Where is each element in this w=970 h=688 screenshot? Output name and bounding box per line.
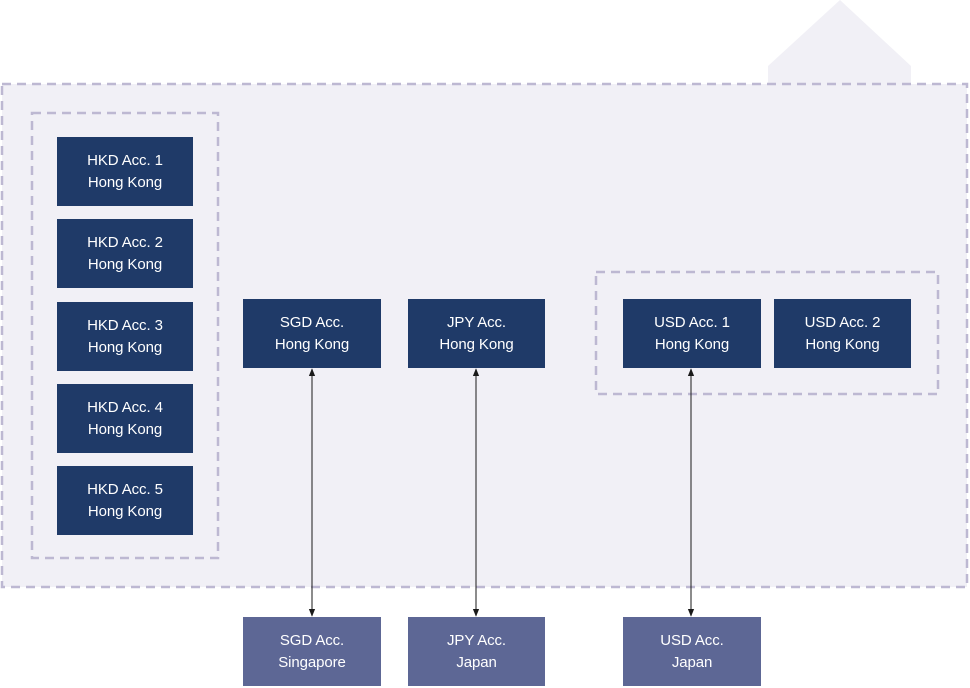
account-location: Hong Kong <box>87 338 163 356</box>
account-location: Japan <box>456 653 497 671</box>
account-name: USD Acc. 2 <box>804 313 881 331</box>
usd-japan-account-box: USD Acc. Japan <box>623 617 761 686</box>
account-name: JPY Acc. <box>447 631 506 649</box>
account-location: Hong Kong <box>87 420 163 438</box>
sgd-singapore-account-box: SGD Acc. Singapore <box>243 617 381 686</box>
account-name: HKD Acc. 4 <box>87 398 163 416</box>
hkd-group-box <box>30 111 220 560</box>
region-tab-shape <box>768 0 911 84</box>
account-location: Hong Kong <box>87 255 163 273</box>
account-name: SGD Acc. <box>279 631 345 649</box>
account-location: Hong Kong <box>805 335 880 353</box>
account-name: HKD Acc. 3 <box>87 316 163 334</box>
usd-account-2-box: USD Acc. 2 Hong Kong <box>774 299 911 368</box>
account-name: HKD Acc. 5 <box>87 480 163 498</box>
account-name: HKD Acc. 2 <box>87 233 163 251</box>
account-location: Hong Kong <box>654 335 730 353</box>
hkd-account-2-box: HKD Acc. 2 Hong Kong <box>57 219 193 288</box>
account-name: USD Acc. 1 <box>654 313 730 331</box>
account-name: JPY Acc. <box>447 313 506 331</box>
jpy-japan-account-box: JPY Acc. Japan <box>408 617 545 686</box>
hkd-account-3-box: HKD Acc. 3 Hong Kong <box>57 302 193 371</box>
account-name: SGD Acc. <box>279 313 345 331</box>
usd-group-box <box>594 270 940 396</box>
account-name: USD Acc. <box>660 631 724 649</box>
hkd-account-5-box: HKD Acc. 5 Hong Kong <box>57 466 193 535</box>
jpy-hong-kong-account-box: JPY Acc. Hong Kong <box>408 299 545 368</box>
account-location: Japan <box>671 653 713 671</box>
account-location: Hong Kong <box>87 502 163 520</box>
account-location: Hong Kong <box>87 173 163 191</box>
account-location: Hong Kong <box>274 335 350 353</box>
sgd-hong-kong-account-box: SGD Acc. Hong Kong <box>243 299 381 368</box>
hkd-account-1-box: HKD Acc. 1 Hong Kong <box>57 137 193 206</box>
hkd-account-4-box: HKD Acc. 4 Hong Kong <box>57 384 193 453</box>
usd-account-1-box: USD Acc. 1 Hong Kong <box>623 299 761 368</box>
account-location: Hong Kong <box>439 335 514 353</box>
account-location: Singapore <box>278 653 346 671</box>
account-name: HKD Acc. 1 <box>87 151 163 169</box>
